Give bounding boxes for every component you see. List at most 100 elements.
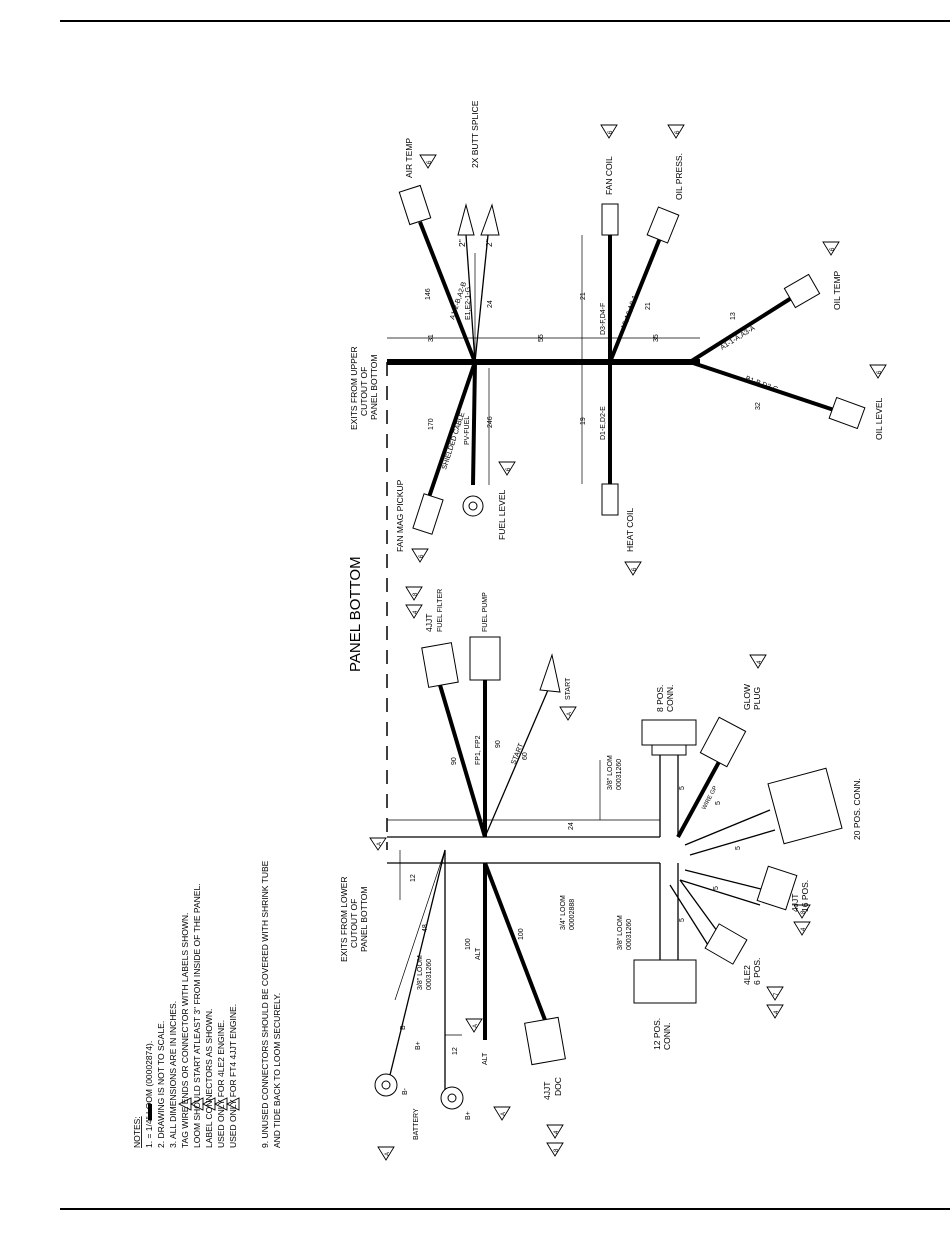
- note-7: USED ONLY FOR 4LE2 ENGINE.: [216, 1020, 226, 1148]
- loom-38-c-label-1: 3/8" LOOM: [607, 755, 614, 790]
- wire-glow-plug: [676, 759, 722, 838]
- dim-170: 170: [428, 418, 435, 430]
- dim-5c: 5: [735, 846, 742, 850]
- dim-5b: 5: [715, 801, 722, 805]
- svg-text:4: 4: [413, 610, 419, 614]
- dim-55: 55: [538, 334, 545, 342]
- air-temp-label: AIR TEMP: [404, 138, 414, 178]
- svg-text:8: 8: [801, 910, 807, 914]
- wire-fuel-filter: [438, 684, 487, 838]
- svg-text:A: A: [473, 1024, 479, 1028]
- triangle-6-oil-press: 6: [667, 124, 685, 139]
- conn-20pos-body: [767, 767, 843, 845]
- svg-text:8: 8: [554, 1148, 560, 1152]
- dim-5a: 5: [679, 786, 686, 790]
- svg-text:4: 4: [801, 927, 807, 931]
- wire-start: [484, 689, 549, 838]
- wire-oil-level: [689, 360, 841, 414]
- d3-d4-f-label: D3-F,D4-F: [600, 303, 607, 335]
- lower-connectors: [374, 636, 843, 1110]
- dim-35: 35: [653, 334, 660, 342]
- svg-text:6: 6: [877, 370, 883, 374]
- dim-12b: 12: [452, 1047, 459, 1055]
- fuel-filter-label-1: 4JJT: [424, 614, 434, 632]
- butt-splice-label: 2X BUTT SPLICE: [470, 100, 480, 168]
- exits-upper-line1: EXITS FROM UPPER: [349, 346, 359, 430]
- triangle-A-exit-lower: A: [369, 837, 387, 851]
- oil-press-connector: [646, 206, 680, 244]
- notes-heading: NOTES:: [132, 1116, 142, 1148]
- dim-32: 32: [755, 402, 762, 410]
- two-inch-a-label: 2": [457, 239, 467, 247]
- a5-a6-a8-label: A5,A6,A8-1: [620, 295, 639, 331]
- loom-38-a-label-2: 00031260: [426, 959, 433, 990]
- glow-plug-label-2: PLUG: [752, 687, 762, 710]
- butt-splice-a: [457, 203, 475, 236]
- svg-text:7: 7: [774, 992, 780, 996]
- d1-d2-e-label: D1-E,D2-E: [600, 406, 607, 440]
- loom-38-b-label-1: 3/8" LOOM: [617, 915, 624, 950]
- fuel-filter-label-2: FUEL FILTER: [437, 589, 444, 632]
- note-4: TAG WIRE ENDS OR CONNECTOR WITH LABELS S…: [180, 913, 190, 1148]
- triangle-A-battery: A: [377, 1146, 395, 1161]
- fuel-level-label: FUEL LEVEL: [497, 489, 507, 540]
- fuel-pump-label: FUEL PUMP: [482, 592, 489, 632]
- svg-text:6: 6: [608, 130, 614, 134]
- triangle-7-6pos: 7: [766, 986, 784, 1001]
- dim-line-48: [394, 849, 446, 1001]
- note-5: LOOM SHOULD START ATLEAST 3" FROM INSIDE…: [192, 883, 202, 1148]
- svg-text:8: 8: [413, 592, 419, 596]
- dim-24-lower: 24: [568, 822, 575, 830]
- dim-5d: 5: [713, 886, 720, 890]
- dim-100b: 100: [518, 928, 525, 940]
- svg-text:A: A: [567, 712, 573, 716]
- fan-coil-label: FAN COIL: [604, 156, 614, 195]
- wire-6pos-b: [669, 884, 709, 946]
- conn-12pos-label-1: 12 POS.: [652, 1018, 662, 1050]
- fuel-pump-connector: [469, 636, 501, 681]
- fan-mag-pickup-label: FAN MAG PICKUP: [395, 479, 405, 552]
- loom-38-a-label-1: 3/8" LOOM: [417, 955, 424, 990]
- note-6: LABEL CONNECTORS AS SHOWN.: [204, 1009, 214, 1148]
- glow-plug-label-1: GLOW: [742, 684, 752, 710]
- conn-6pos-body: [704, 923, 748, 965]
- dim-246: 246: [487, 416, 494, 428]
- note-3: 3. ALL DIMENSIONS ARE IN INCHES.: [168, 1001, 178, 1148]
- note-8-triangle: [225, 1097, 240, 1111]
- oil-temp-label: OIL TEMP: [832, 270, 842, 310]
- note-1: 1. = 1/4" LOOM (00002874).: [144, 1041, 154, 1148]
- exits-upper-line3: PANEL BOTTOM: [369, 355, 379, 421]
- dim-13: 13: [730, 312, 737, 320]
- triangle-8-fuel-filter: 8: [405, 586, 423, 601]
- triangle-4-fuel-filter: 4: [405, 604, 423, 619]
- dim-90b: 90: [495, 740, 502, 748]
- alt-label-b: ALT: [482, 1052, 489, 1065]
- pv-fuel-label: PV-FUEL: [464, 416, 471, 445]
- svg-text:A: A: [377, 842, 383, 846]
- svg-text:6: 6: [632, 567, 638, 571]
- oil-press-label: OIL PRESS.: [674, 153, 684, 200]
- dim-90a: 90: [451, 757, 458, 765]
- b-plus-label-a: B+: [415, 1041, 422, 1050]
- wire-butt-splice-b: [474, 234, 489, 363]
- conn-12pos-label-2: CONN.: [662, 1023, 672, 1050]
- bottom-border-rule: [60, 1208, 950, 1210]
- triangle-A-battery-plus: A: [493, 1106, 511, 1121]
- wire-6pos: [679, 879, 721, 936]
- glow-plug-connector: [699, 716, 747, 768]
- triangle-A-alt: A: [465, 1018, 483, 1033]
- wire-b-minus: [389, 849, 446, 1076]
- doc-label-2: DOC: [553, 1077, 563, 1096]
- conn-16pos-label-2: 16 POS.: [800, 880, 810, 912]
- note-9-cont: AND TIDE BACK TO LOOM SECURELY.: [272, 993, 282, 1148]
- conn-8pos-cap: [651, 744, 687, 756]
- fuel-level-ring-hole: [468, 501, 478, 511]
- b-minus-label-a: B-: [400, 1022, 407, 1030]
- loom-34-label-2: 00002888: [569, 899, 576, 930]
- triangle-6-air-temp: 6: [419, 154, 437, 169]
- upper-connectors: [398, 184, 866, 535]
- triangle-4-16pos: 4: [793, 921, 811, 936]
- battery-plus-hole: [447, 1093, 457, 1103]
- wire-oil-press: [608, 237, 662, 363]
- air-temp-connector: [398, 184, 432, 226]
